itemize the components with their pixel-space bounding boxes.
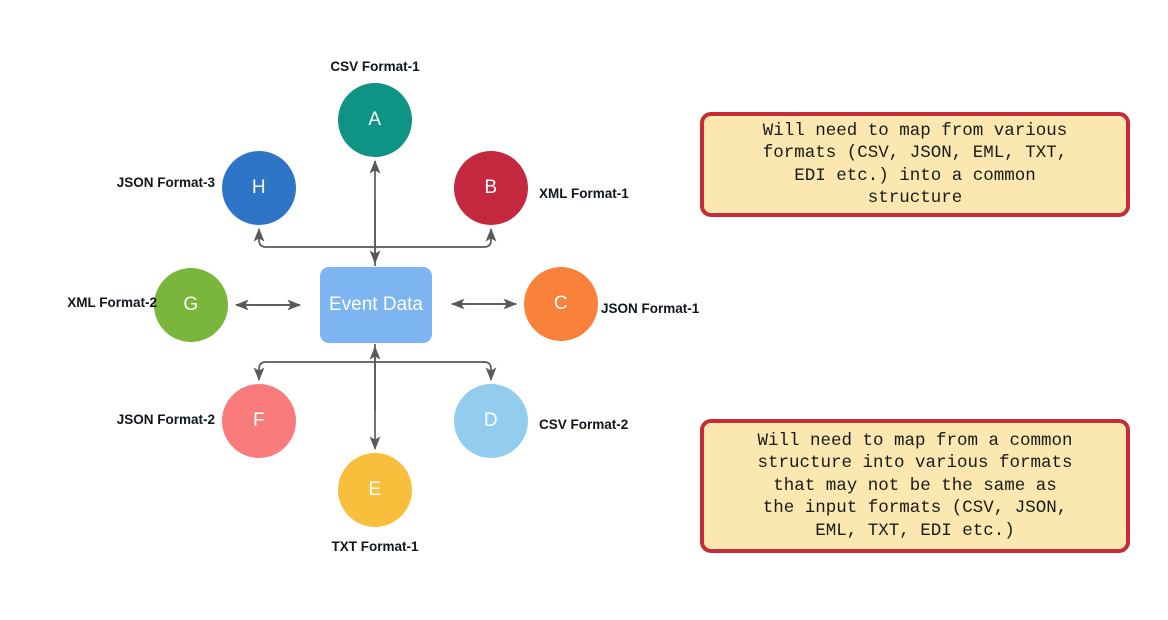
node-label-g-text: XML Format-2 [67, 295, 157, 310]
node-label-e-text: TXT Format-1 [331, 539, 419, 554]
node-label-c: JSON Format-1 [601, 301, 771, 316]
callout-input-mapping-text: Will need to map from various formats (C… [762, 120, 1068, 208]
node-label-a: CSV Format-1 [295, 59, 455, 74]
node-label-a-text: CSV Format-1 [330, 59, 420, 74]
callout-input-mapping: Will need to map from various formats (C… [700, 112, 1130, 217]
connector-bottom-bracket-to-F [253, 361, 375, 382]
node-letter-d: D [483, 410, 499, 431]
node-circle-c[interactable]: C [524, 267, 598, 341]
node-letter-g: G [183, 294, 199, 315]
node-label-f: JSON Format-2 [55, 412, 215, 427]
node-label-h: JSON Format-3 [55, 175, 215, 190]
node-circle-f[interactable]: F [222, 384, 296, 458]
node-circle-g[interactable]: G [154, 268, 228, 342]
node-letter-h: H [251, 177, 267, 198]
node-circle-h[interactable]: H [222, 151, 296, 225]
node-label-g: XML Format-2 [0, 295, 157, 310]
node-circle-b[interactable]: B [454, 151, 528, 225]
connector-top-bracket-to-H [253, 227, 375, 248]
node-letter-b: B [484, 177, 498, 198]
node-label-e: TXT Format-1 [295, 539, 455, 554]
node-label-c-text: JSON Format-1 [601, 301, 700, 316]
node-label-d: CSV Format-2 [539, 417, 699, 432]
callout-output-mapping-text: Will need to map from a common structure… [757, 431, 1073, 541]
connector-top-bracket-to-B [375, 227, 497, 248]
hub-label: Event Data [329, 294, 423, 315]
node-letter-e: E [368, 479, 382, 500]
node-circle-e[interactable]: E [338, 453, 412, 527]
node-label-b: XML Format-1 [539, 186, 699, 201]
node-label-h-text: JSON Format-3 [116, 175, 215, 190]
node-label-b-text: XML Format-1 [539, 186, 629, 201]
node-letter-c: C [553, 293, 569, 314]
node-label-f-text: JSON Format-2 [116, 412, 215, 427]
hub-event-data[interactable]: Event Data [320, 267, 432, 343]
node-letter-a: A [368, 109, 382, 130]
node-circle-d[interactable]: D [454, 384, 528, 458]
connector-bottom-bracket-to-D [375, 361, 497, 382]
node-label-d-text: CSV Format-2 [539, 417, 629, 432]
node-circle-a[interactable]: A [338, 83, 412, 157]
node-letter-f: F [252, 410, 266, 431]
callout-output-mapping: Will need to map from a common structure… [700, 419, 1130, 553]
